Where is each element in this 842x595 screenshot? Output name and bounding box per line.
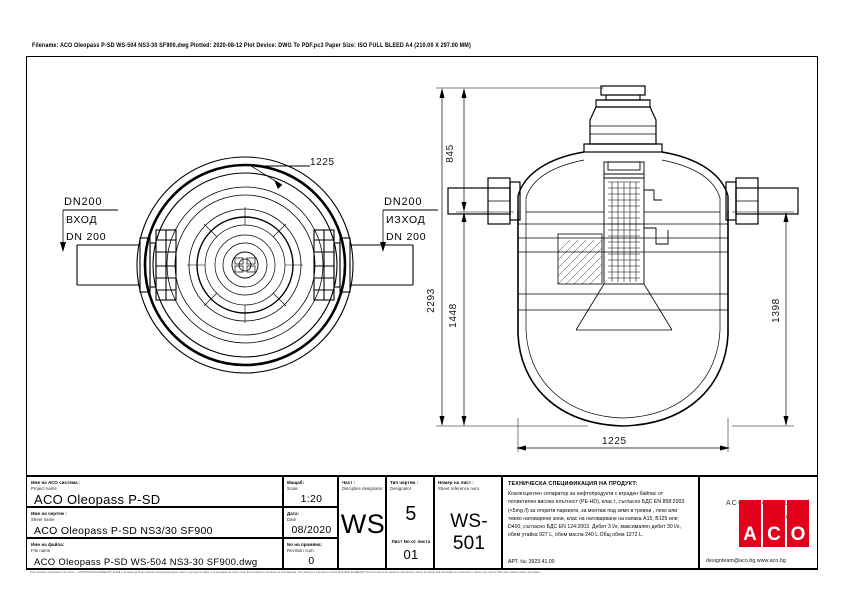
elevation-dim-right: 1398 [770, 298, 782, 323]
file-name-label-en: File name [31, 547, 51, 553]
project-label-en: Project name [31, 485, 57, 491]
file-name-value: ACO Oleopass P-SD WS-504 NS3-30 SF900.dw… [34, 557, 258, 568]
aco-logo-letter: O [790, 524, 806, 545]
elevation-dim-overall: 2293 [425, 288, 437, 313]
sheet-name-label-bg: Име на чертеж : [31, 511, 67, 516]
plot-info-line: Filename: ACO Oleopass P-SD WS-504 NS3-3… [32, 42, 471, 50]
date-cell: Дата: Date 08/2020 [283, 507, 338, 538]
aco-logo-letter: A [743, 524, 757, 545]
discipline-label-bg: Част : [342, 480, 356, 485]
aco-logo-bar-o: O [787, 500, 809, 547]
designator-sublabel: Лист No от листа [391, 539, 431, 544]
elevation-dim-width: 1225 [602, 436, 627, 447]
designator-cell: Тип чертеж : Designator 5 Лист No от лис… [386, 476, 434, 569]
elevation-view-drawing [436, 85, 799, 452]
elevation-dim-bottom: 1448 [447, 303, 459, 328]
revision-label-bg: No на промяна: [287, 542, 323, 547]
project-label-bg: Име на АСО система : [31, 480, 81, 485]
designator-value: 5 [405, 503, 417, 525]
sheet-name-label-en: Sheet name [31, 516, 55, 522]
inlet-name-bg-label: ВХОД [66, 214, 98, 226]
legal-disclaimer: Този чертеж е собственост на "АСО — СТРО… [30, 571, 542, 574]
spec-line: Коалесцентен сепаратор за нефтопродукти … [508, 491, 664, 497]
scale-label-en: Scale [287, 485, 298, 491]
date-value: 08/2020 [291, 524, 332, 536]
designator-label-bg: Тип чертеж : [390, 480, 419, 485]
project-value: ACO Oleopass P-SD [34, 492, 161, 507]
inlet-dn-top-label: DN200 [64, 196, 103, 208]
sheet-reference-label-bg: Номер на лист : [438, 480, 474, 485]
sheet-name-cell: Име на чертеж : Sheet name ACO Oleopass … [26, 507, 283, 538]
discipline-cell: Част : Discipline designator WS [338, 476, 386, 569]
plan-diameter-callout: 1225 [310, 157, 335, 168]
spec-body: Коалесцентен сепаратор за нефтопродукти … [508, 490, 694, 540]
scale-value: 1:20 [300, 493, 323, 505]
scale-cell: Мащаб: Scale 1:20 [283, 476, 338, 507]
spec-title: ТЕХНИЧЕСКА СПЕЦИФИКАЦИЯ НА ПРОДУКТ: [508, 481, 638, 487]
aco-logo-letter: C [767, 524, 781, 545]
plan-view-drawing [60, 156, 438, 374]
scale-label-bg: Мащаб: [287, 480, 305, 485]
outlet-dn-label: DN 200 [386, 231, 427, 243]
revision-value: 0 [308, 555, 315, 567]
file-name-label-bg: Име на файла: [31, 542, 65, 547]
outlet-dn-top-label: DN200 [384, 196, 423, 208]
sheet-reference-label-en: Sheet reference num. [438, 485, 481, 491]
aco-logo-bar-a: A [739, 500, 761, 547]
title-block: Име на АСО система : Project name ACO Ol… [26, 475, 818, 570]
spec-line: полиетилен висока плътност (PE-HD), клас… [508, 499, 685, 506]
designator-label-en: Designator [390, 485, 412, 491]
spec-art-number: АРТ. №: 3923.41.00 [508, 559, 555, 565]
discipline-value: WS [340, 509, 386, 539]
outlet-name-bg-label: ИЗХОД [386, 214, 426, 226]
sheet-name-value: ACO Oleopass P-SD NS3/30 SF900 [34, 525, 213, 537]
aco-logo: A C O [739, 500, 809, 547]
brand-contact: designteam@aco.bg www.aco.bg [706, 558, 786, 564]
project-cell: Име на АСО система : Project name ACO Ol… [26, 476, 283, 507]
file-name-cell: Име на файла: File name ACO Oleopass P-S… [26, 538, 283, 569]
date-label-bg: Дата: [287, 511, 300, 516]
elevation-dim-top: 845 [444, 144, 456, 163]
spec-line: обем утайка 927 L, обем масла 240 L.Общ … [508, 532, 644, 539]
spec-line: тежко натоварени зони, клас на натоварва… [508, 515, 678, 522]
spec-line: (<5mg /l) за открити паркинги, за монтаж… [508, 507, 678, 514]
date-label-en: Date [287, 516, 297, 522]
designator-subvalue: 01 [403, 547, 419, 562]
revision-label-en: Revision num. [287, 547, 315, 553]
spec-line: D400, съгласно БДС EN 124:2003. Дебит 3 … [508, 524, 681, 530]
sheet-reference-cell: Номер на лист : Sheet reference num. WS-… [434, 476, 502, 569]
discipline-label-en: Discipline designator [342, 485, 383, 491]
aco-logo-bar-c: C [763, 500, 785, 547]
technical-spec-cell: ТЕХНИЧЕСКА СПЕЦИФИКАЦИЯ НА ПРОДУКТ: Коал… [502, 476, 699, 569]
sheet-reference-value: WS-501 [450, 511, 488, 554]
inlet-dn-label: DN 200 [66, 231, 107, 243]
revision-cell: No на промяна: Revision num. 0 [283, 538, 338, 569]
drawing-frame [26, 56, 818, 570]
